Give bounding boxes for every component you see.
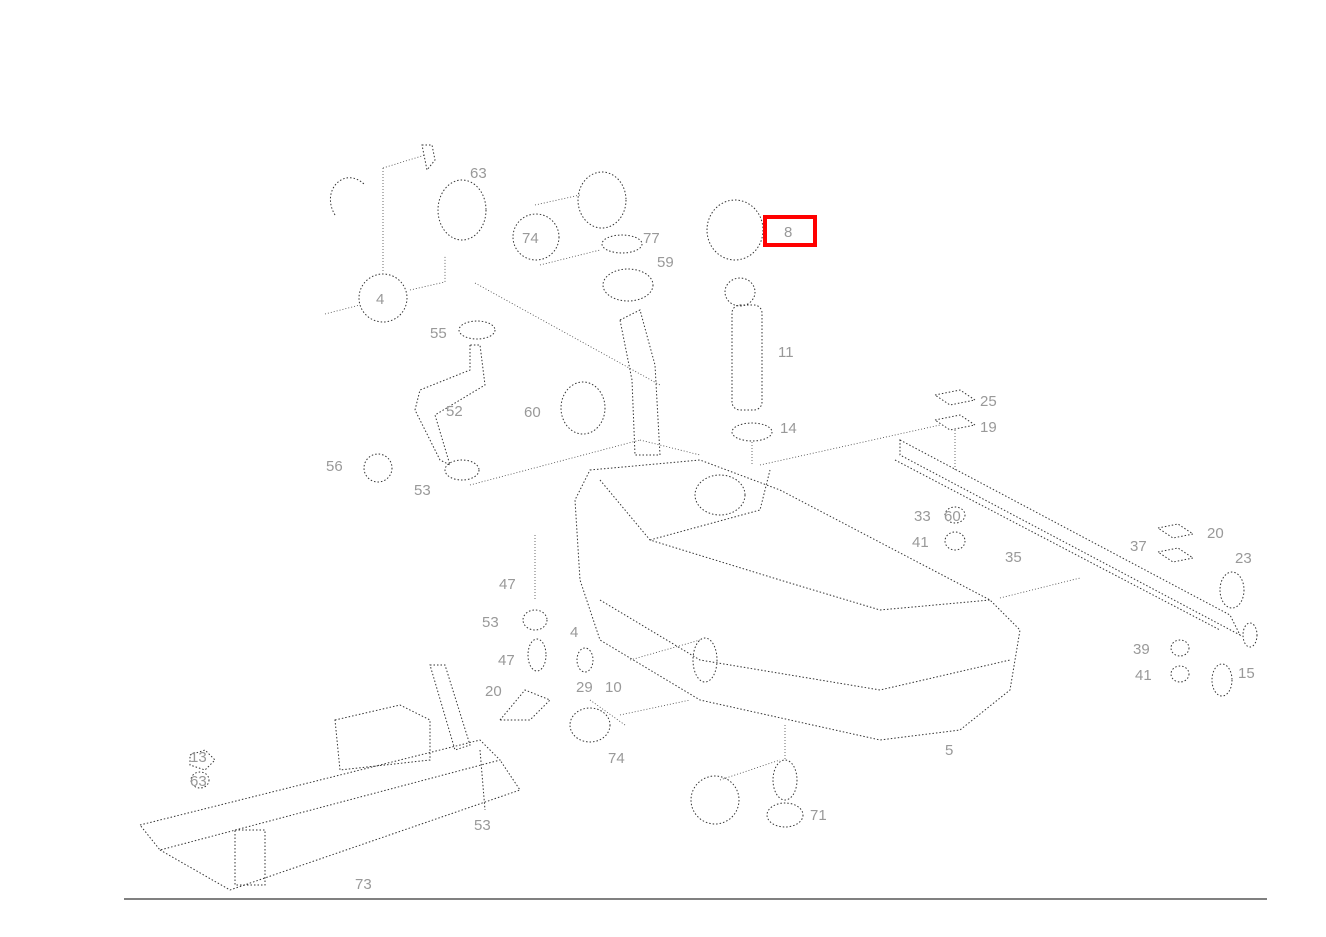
callout-label: 11 (778, 344, 794, 361)
callout-label: 15 (1238, 665, 1255, 682)
callout-label: 13 (190, 749, 207, 766)
callout-label: 4 (570, 624, 578, 641)
callout-label: 55 (430, 325, 447, 342)
callout-label: 19 (980, 419, 997, 436)
callout-label: 56 (326, 458, 343, 475)
part-circle (358, 273, 408, 323)
lower-left-assembly (139, 664, 521, 891)
callout-label: 41 (912, 534, 929, 551)
callout-labels: 63 74 77 59 8 11 4 55 52 60 56 53 14 25 … (190, 165, 1255, 893)
callout-label: 5 (945, 742, 953, 759)
callout-label: 37 (1130, 538, 1147, 555)
callout-label: 73 (355, 876, 372, 893)
highlight-box (763, 215, 817, 247)
callout-label: 60 (944, 508, 961, 525)
top-center-parts (512, 171, 773, 465)
callout-label: 39 (1133, 641, 1150, 658)
callout-label: 53 (414, 482, 431, 499)
callout-label: 20 (485, 683, 502, 700)
callout-label: 14 (780, 420, 797, 437)
main-deck (574, 424, 1081, 741)
callout-label: 47 (498, 652, 515, 669)
callout-label: 29 (576, 679, 593, 696)
callout-label-highlighted[interactable]: 8 (784, 224, 792, 241)
callout-label: 10 (605, 679, 622, 696)
callout-label: 59 (657, 254, 674, 271)
callout-label: 25 (980, 393, 997, 410)
callout-label: 41 (1135, 667, 1152, 684)
callout-label: 33 (914, 508, 931, 525)
callout-label: 77 (643, 230, 660, 247)
callout-label: 74 (608, 750, 625, 767)
callout-label: 4 (376, 291, 384, 308)
callout-label: 47 (499, 576, 516, 593)
callout-label: 23 (1235, 550, 1252, 567)
callout-label: 20 (1207, 525, 1224, 542)
lower-center-parts (498, 535, 804, 828)
right-rail (894, 389, 1258, 697)
callout-label: 53 (482, 614, 499, 631)
callout-label: 60 (524, 404, 541, 421)
callout-label: 63 (470, 165, 487, 182)
callout-label: 71 (810, 807, 827, 824)
callout-label: 35 (1005, 549, 1022, 566)
callout-label: 52 (446, 403, 463, 420)
upper-left-assembly (324, 144, 661, 486)
callout-label: 53 (474, 817, 491, 834)
callout-label: 74 (522, 230, 539, 247)
callout-label: 63 (190, 773, 207, 790)
